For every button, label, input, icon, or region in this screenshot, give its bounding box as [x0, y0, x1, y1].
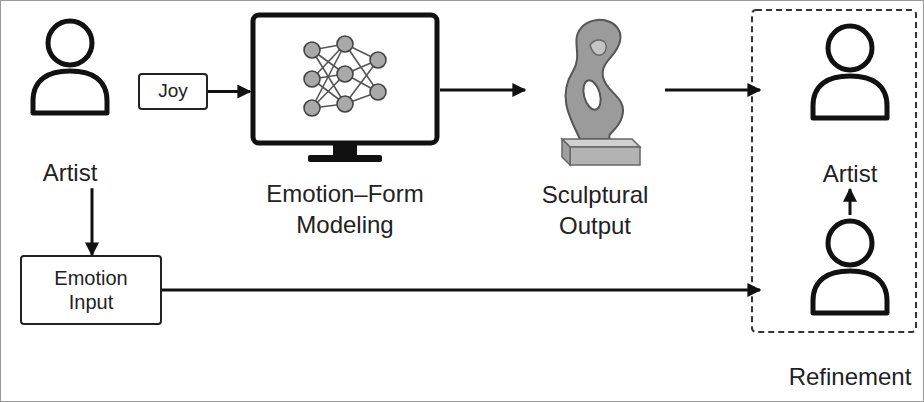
monitor-node: Emotion–Form Modeling — [250, 12, 440, 240]
arrow-connector — [849, 189, 852, 215]
dashed-group — [752, 10, 916, 332]
sculpt-node: Sculptural Output — [525, 15, 665, 241]
process-box: Emotion Input — [20, 255, 162, 325]
node-label: Artist — [823, 158, 878, 189]
person-node: Artist — [760, 20, 924, 189]
person-icon — [805, 215, 895, 317]
arrow-connector — [162, 289, 760, 292]
arrow-connector — [665, 89, 760, 92]
arrow-connector — [208, 90, 250, 93]
box-label: Joy — [158, 80, 188, 103]
node-label: Emotion–Form Modeling — [250, 178, 440, 240]
person-icon — [805, 20, 895, 122]
arrow-connector — [91, 188, 94, 255]
arrow-connector — [440, 89, 525, 92]
node-label: Refinement — [789, 361, 912, 392]
node-label: Sculptural Output — [525, 179, 665, 241]
node-label: Artist — [43, 157, 98, 188]
person-node: Artist — [25, 15, 115, 188]
person-icon — [25, 15, 115, 117]
sculpture-icon — [540, 15, 650, 167]
box-label: Emotion Input — [41, 266, 141, 314]
process-box: Joy — [138, 73, 208, 110]
monitor-icon — [250, 12, 440, 164]
person-node: Refinement — [760, 215, 924, 392]
